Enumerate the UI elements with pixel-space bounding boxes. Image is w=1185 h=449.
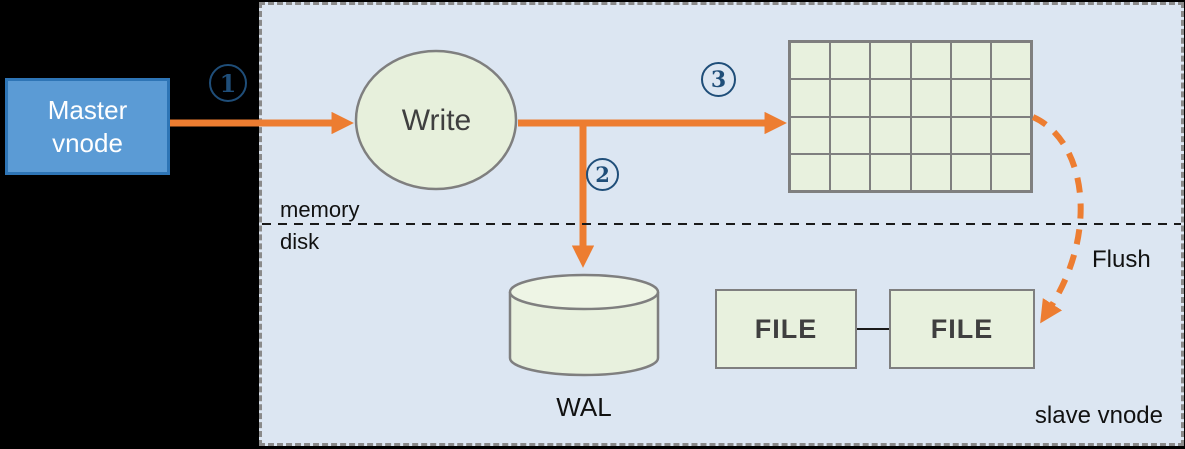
memtable-cell [910,153,951,191]
memtable-cell [990,116,1031,154]
memtable-cell [830,153,871,191]
memtable-cell [990,42,1031,80]
step-1-badge: 1 [209,64,247,102]
write-label: Write [401,104,472,137]
memtable-cell [990,79,1031,117]
memtable-cell [790,153,831,191]
wal-label: WAL [556,392,612,422]
memtable-cell [830,79,871,117]
file-box-1-label: FILE [754,313,818,344]
slave-vnode-label: slave vnode [1034,402,1163,429]
step-3-badge: 3 [701,62,736,97]
flush-label: Flush [1092,246,1151,273]
step-2-badge: 2 [586,158,619,191]
disk-label: disk [280,229,320,254]
memtable-cell [950,153,991,191]
file-box-1: FILE [715,289,857,369]
memtable-cell [790,42,831,80]
file-box-2-label: FILE [930,313,994,344]
memtable-cell [830,42,871,80]
memtable-cell [790,116,831,154]
memtable-cell [910,116,951,154]
file-box-2: FILE [889,289,1035,369]
memory-label: memory [280,197,360,222]
memtable-cell [950,79,991,117]
master-vnode-label: Master vnode [47,95,128,158]
memtable-cell [870,153,911,191]
memtable-cell [950,42,991,80]
memtable-cell [910,42,951,80]
memtable-cell [870,116,911,154]
memtable-cell [990,153,1031,191]
memtable-cell [910,79,951,117]
memtable-cell [790,79,831,117]
memtable-cell [830,116,871,154]
memtable-grid [788,40,1033,193]
memtable-cell [950,116,991,154]
memtable-cell [870,79,911,117]
master-vnode-box: Master vnode [5,78,170,175]
memtable-cell [870,42,911,80]
